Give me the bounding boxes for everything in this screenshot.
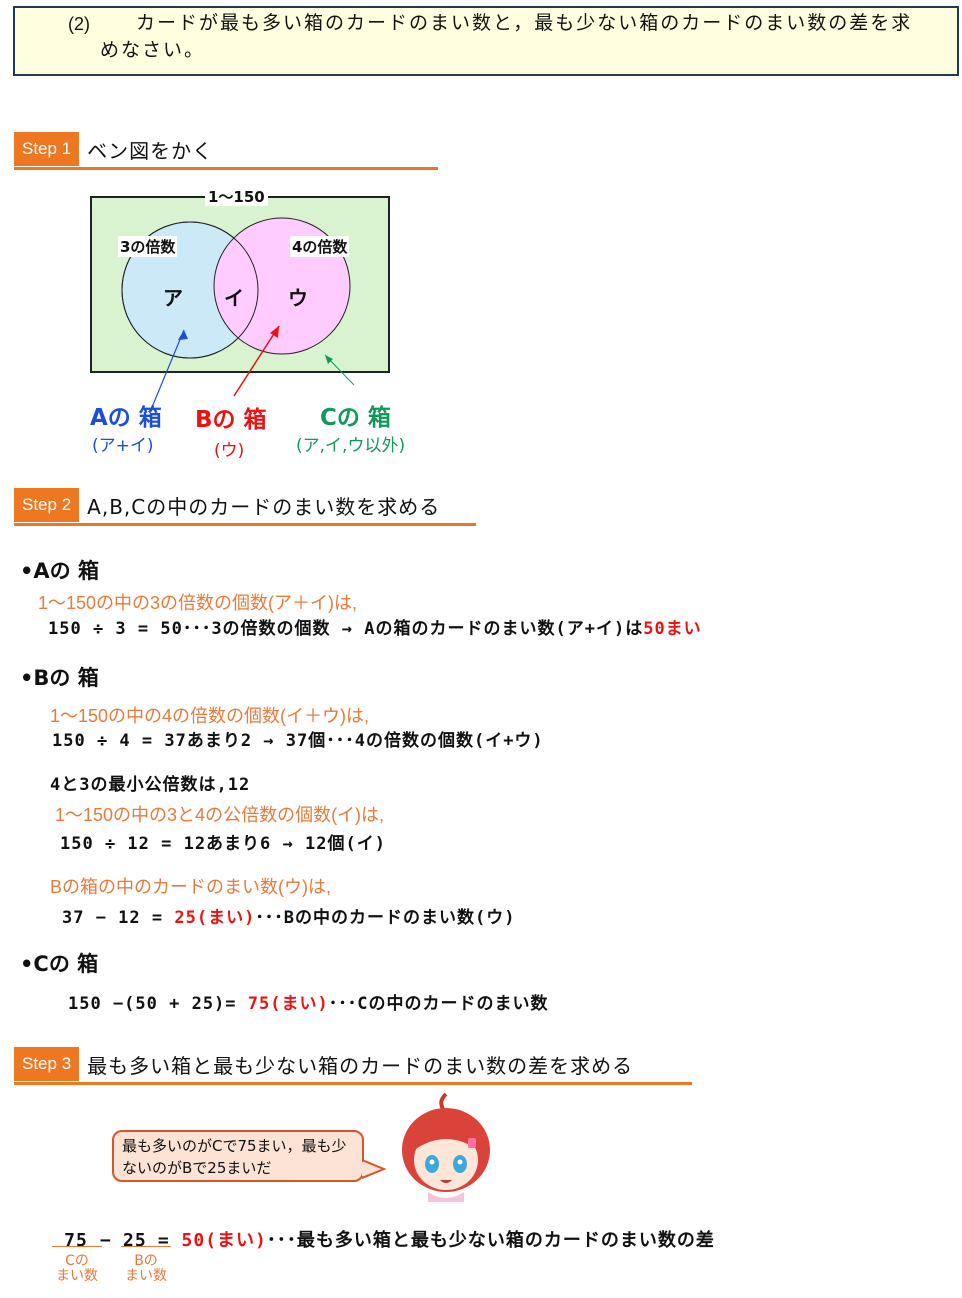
a-note: 1〜150の中の3の倍数の個数(ア＋イ)は, xyxy=(38,593,358,613)
c-calc: 150 −(50 + 25)= 75(まい)･･･Cの中のカードのまい数 xyxy=(68,994,549,1014)
step2-tag: Step 2 xyxy=(14,488,80,522)
c-heading: •Cの 箱 xyxy=(20,952,99,976)
b-lcm: 4と3の最小公倍数は,12 xyxy=(50,775,251,795)
underline-75 xyxy=(52,1246,102,1247)
step2-underline xyxy=(14,523,476,526)
character-girl-icon xyxy=(402,1092,490,1202)
step3-title: 最も多い箱と最も少ない箱のカードのまい数の差を求める xyxy=(87,1053,634,1078)
question-number: (2) xyxy=(68,14,90,34)
step1-tag: Step 1 xyxy=(14,132,80,166)
step3-header: Step 3 最も多い箱と最も少ない箱のカードのまい数の差を求める xyxy=(14,1047,641,1081)
step1-title: ベン図をかく xyxy=(87,138,214,163)
box-b-sub: (ウ) xyxy=(214,441,245,461)
region-u-label: ウ xyxy=(288,286,308,310)
step2-title: A,B,Cの中のカードのまい数を求める xyxy=(87,494,441,519)
b-calc3: 37 − 12 = 25(まい)･･･Bの中のカードのまい数(ウ) xyxy=(62,908,516,928)
venn-range-label: 1〜150 xyxy=(203,186,270,207)
box-a-label: Aの 箱 xyxy=(90,405,162,431)
step3-underline xyxy=(14,1082,692,1085)
a-heading: •Aの 箱 xyxy=(20,559,99,583)
b-calc1: 150 ÷ 4 = 37あまり2 → 37個･･･4の倍数の個数(イ+ウ) xyxy=(52,731,544,751)
region-i-label: イ xyxy=(224,286,244,310)
sub-c-count: Cのまい数 xyxy=(56,1253,98,1284)
box-a-sub: (ア+イ) xyxy=(92,436,154,456)
b-calc2: 150 ÷ 12 = 12あまり6 → 12個(イ) xyxy=(60,834,386,854)
region-a-label: ア xyxy=(163,286,183,310)
venn-left-label: 3の倍数 xyxy=(118,236,178,257)
step1-header: Step 1 ベン図をかく xyxy=(14,132,221,166)
arrow-a xyxy=(149,329,185,413)
arrow-b xyxy=(233,325,280,397)
question-box xyxy=(13,6,959,76)
b-note3: Bの箱の中のカードのまい数(ウ)は, xyxy=(50,877,331,897)
question-text: カードが最も多い箱のカードのまい数と，最も少ない箱のカードのまい数の差を求めなさ… xyxy=(100,12,913,61)
speech-bubble: 最も多いのがCで75まい，最も少ないのがBで25まいだ xyxy=(112,1130,364,1182)
bubble-tail xyxy=(362,1158,387,1180)
b-heading: •Bの 箱 xyxy=(20,666,99,690)
sub-b-count: Bのまい数 xyxy=(125,1253,167,1284)
final-calc: 75−25= 50(まい)･･･最も多い箱と最も少ない箱のカードのまい数の差 xyxy=(64,1230,715,1251)
underline-25 xyxy=(121,1246,171,1247)
box-c-sub: (ア,イ,ウ以外) xyxy=(296,436,406,456)
step3-tag: Step 3 xyxy=(14,1047,80,1081)
box-c-label: Cの 箱 xyxy=(320,405,391,431)
step1-underline xyxy=(14,167,438,170)
b-note2: 1〜150の中の3と4の公倍数の個数(イ)は, xyxy=(55,805,385,825)
box-b-label: Bの 箱 xyxy=(195,407,267,433)
a-calc: 150 ÷ 3 = 50･･･3の倍数の個数 → Aの箱のカードのまい数(ア+イ… xyxy=(48,619,702,639)
step2-header: Step 2 A,B,Cの中のカードのまい数を求める xyxy=(14,488,448,522)
b-note1: 1〜150の中の4の倍数の個数(イ＋ウ)は, xyxy=(50,706,370,726)
venn-right-label: 4の倍数 xyxy=(290,236,350,257)
